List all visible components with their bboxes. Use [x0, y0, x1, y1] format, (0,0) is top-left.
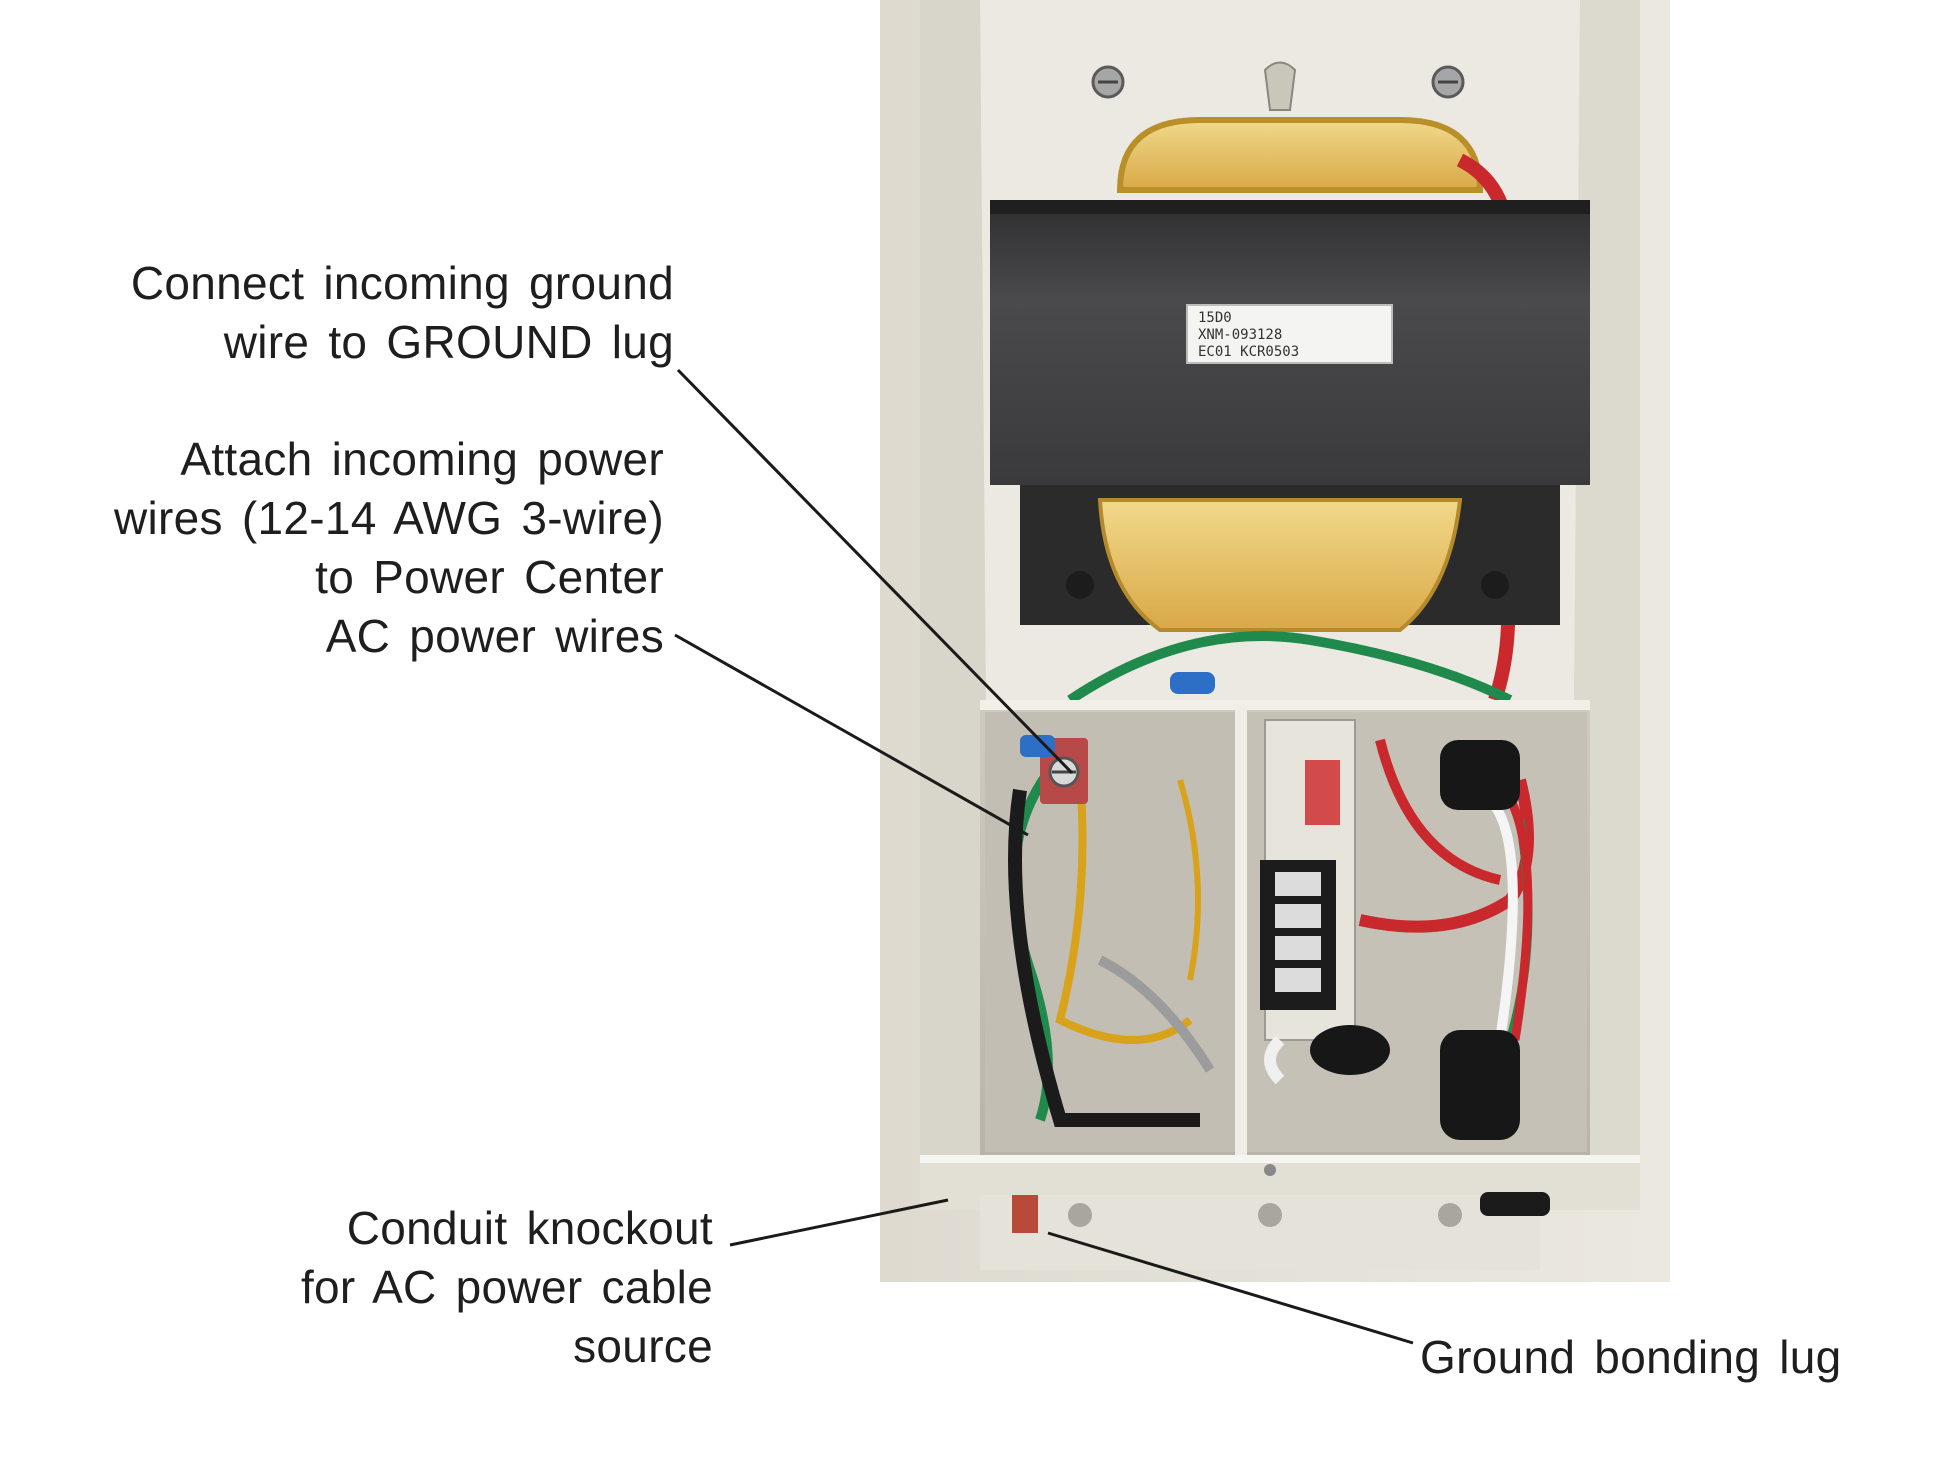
- callout-line: Connect incoming ground: [130, 257, 674, 309]
- callout-power-wires: Attach incoming power wires (12-14 AWG 3…: [114, 430, 664, 666]
- callout-line: source: [573, 1320, 713, 1372]
- callout-line: AC power wires: [325, 610, 664, 662]
- gray-wire: [1097, 955, 1215, 1073]
- terminal-block-icon: [1260, 860, 1336, 1010]
- green-wire: [1067, 631, 1513, 705]
- mounting-screw-icon: [1091, 65, 1125, 99]
- transformer-coil-bottom: [1097, 498, 1463, 632]
- bonding-lug-photo: [1012, 1195, 1038, 1233]
- callout-conduit-knockout: Conduit knockout for AC power cable sour…: [301, 1199, 713, 1376]
- callout-line: Conduit knockout: [346, 1202, 713, 1254]
- mounting-screw-icon: [1431, 65, 1465, 99]
- white-wire: [1486, 796, 1518, 1041]
- power-center-photo: 15D0 XNM-093128 EC01 KCR0503: [880, 0, 1670, 1282]
- callout-ground-wire: Connect incoming ground wire to GROUND l…: [131, 254, 674, 372]
- yellow-wire: [1055, 779, 1193, 1044]
- callout-line: wires (12-14 AWG 3-wire): [113, 492, 664, 544]
- transformer-label-line: XNM-093128: [1198, 327, 1282, 343]
- transformer-label-line: EC01 KCR0503: [1198, 344, 1299, 360]
- transformer-label-line: 15D0: [1198, 310, 1232, 326]
- callout-line: Ground bonding lug: [1420, 1331, 1842, 1383]
- callout-line: to Power Center: [315, 551, 664, 603]
- transformer-coil-top: [1116, 117, 1484, 193]
- callout-line: for AC power cable: [300, 1261, 713, 1313]
- red-wire-lower-2: [1375, 738, 1502, 885]
- enclosure-left-wall: [920, 0, 990, 1180]
- callout-line: Attach incoming power: [180, 433, 664, 485]
- compartment-divider: [1235, 705, 1247, 1155]
- callout-line: wire to GROUND lug: [223, 316, 674, 368]
- callout-ground-bonding-lug: Ground bonding lug: [1420, 1328, 1842, 1387]
- transformer-label: 15D0 XNM-093128 EC01 KCR0503: [1186, 304, 1393, 364]
